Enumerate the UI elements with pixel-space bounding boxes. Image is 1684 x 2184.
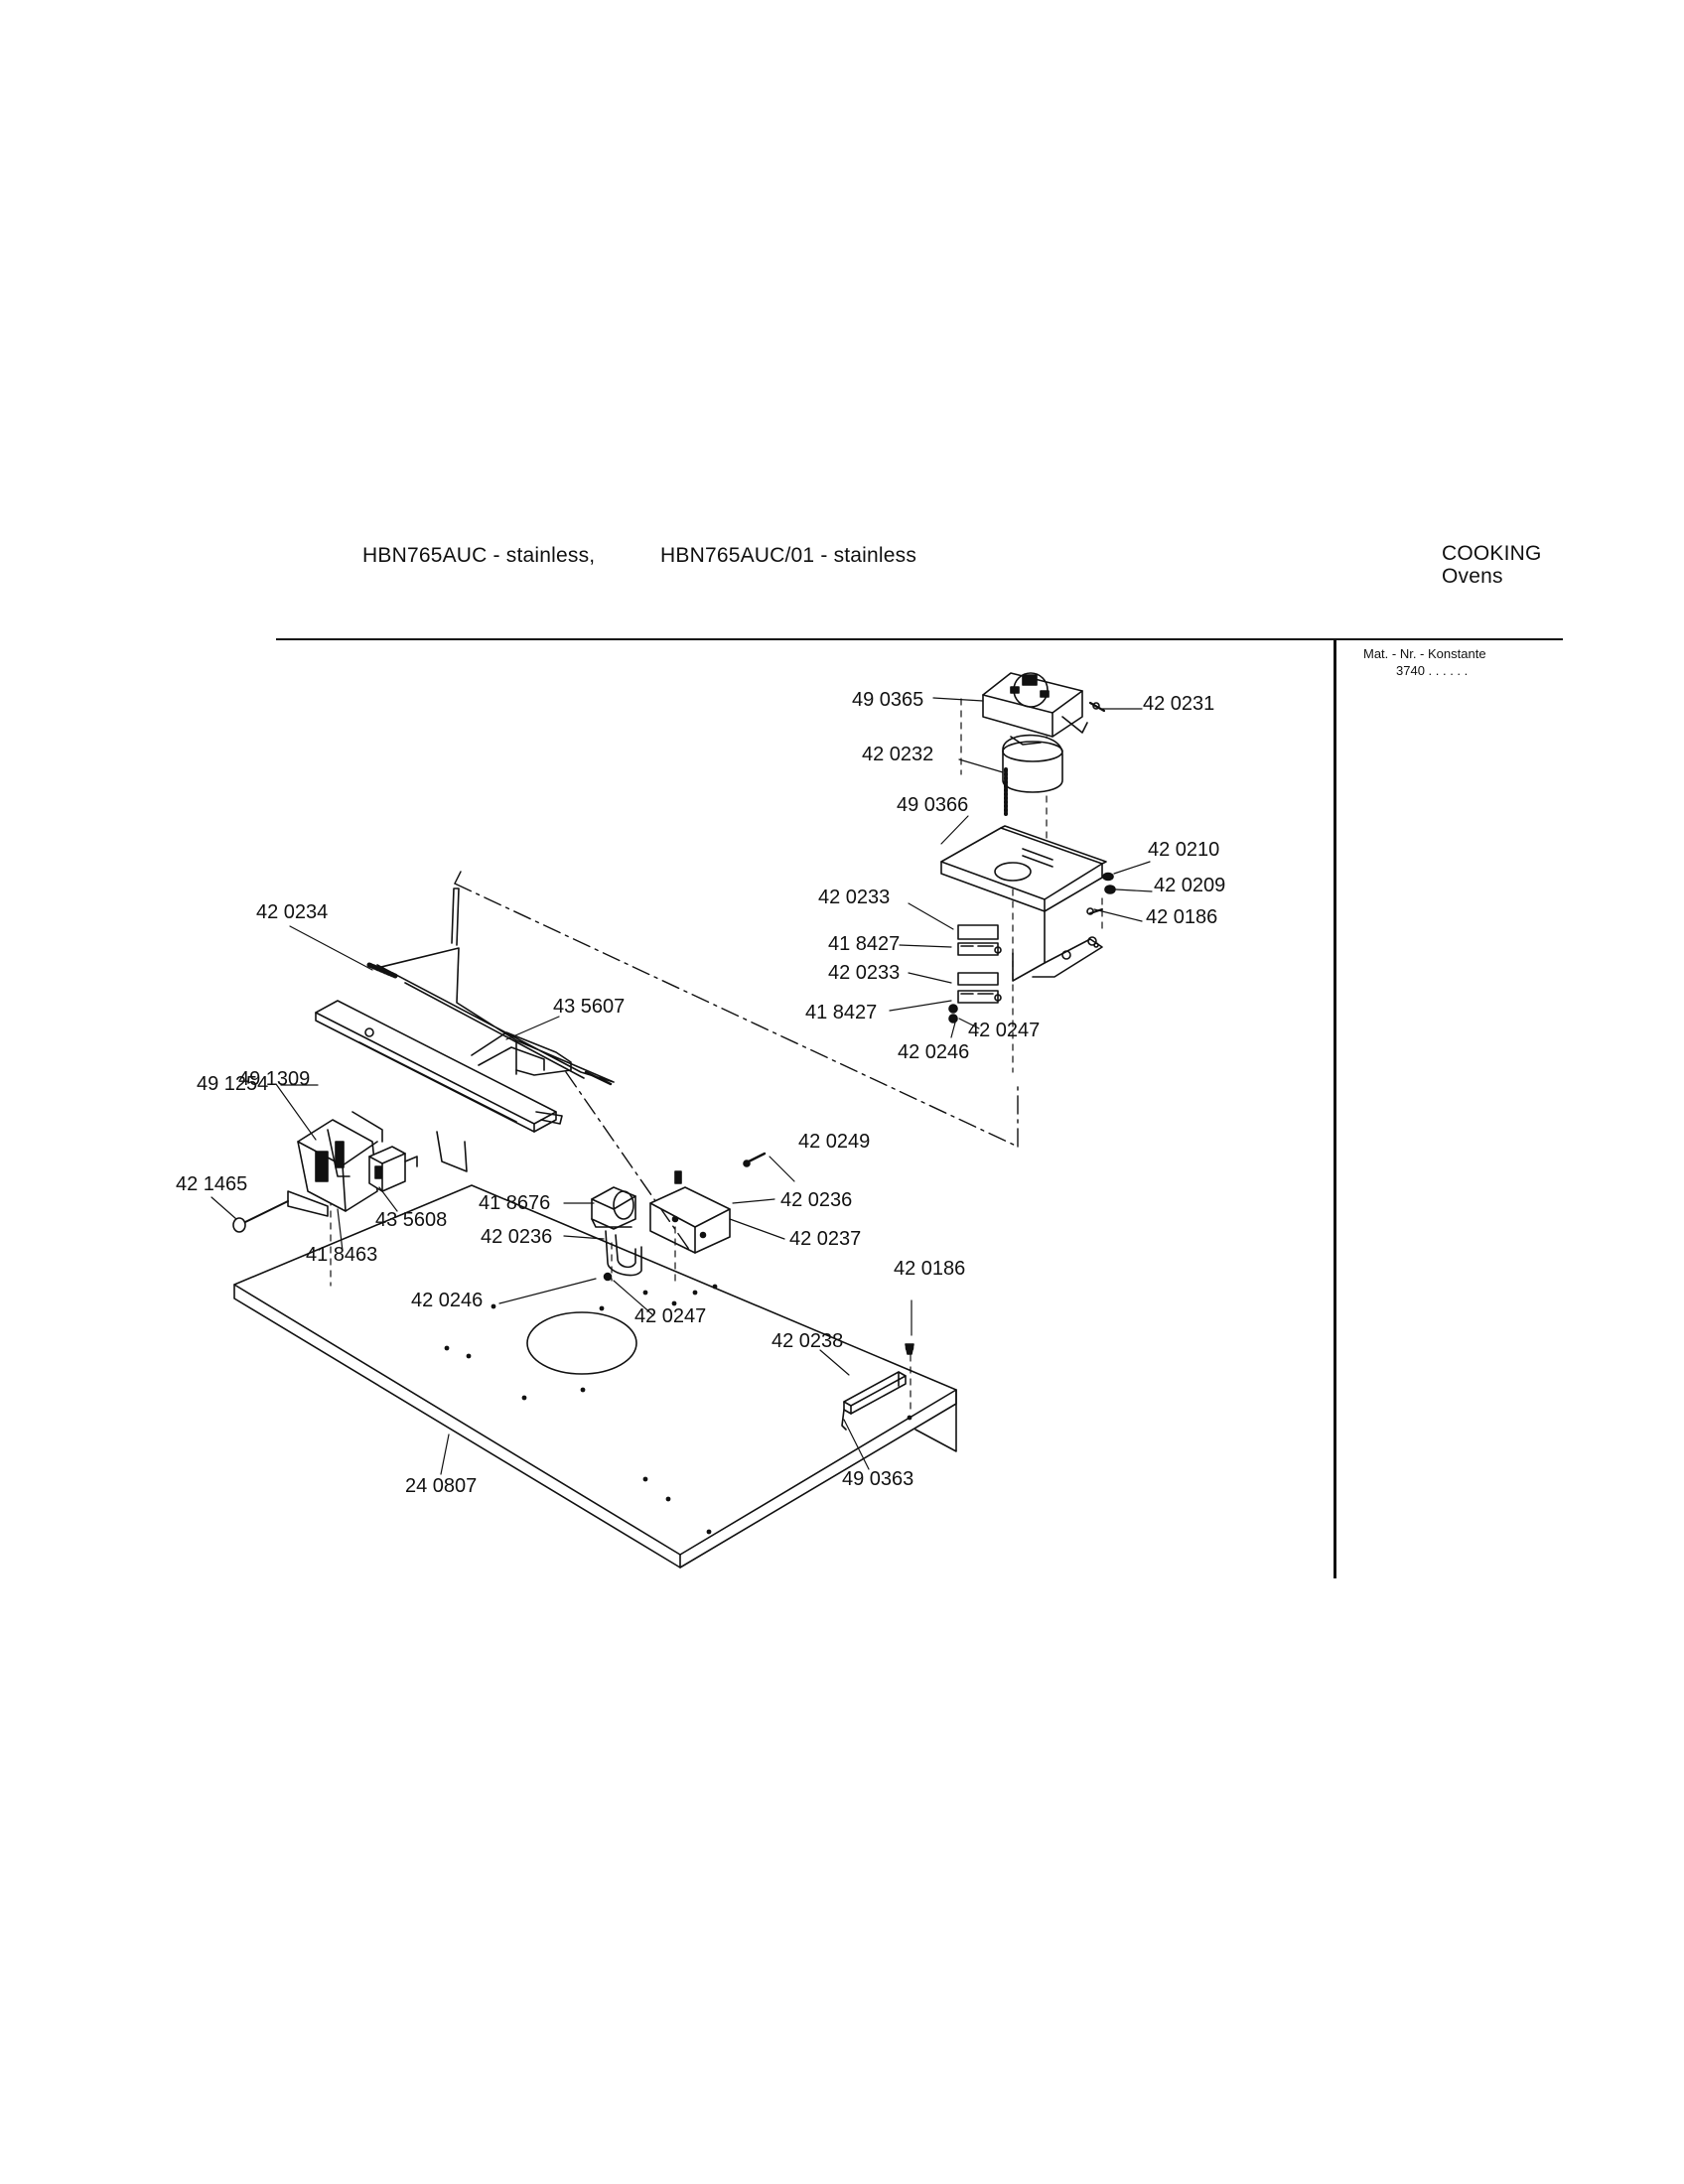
sensor-part (591, 1186, 636, 1230)
sensor-bracket-part (649, 1186, 731, 1254)
motor-bracket-part (940, 825, 1107, 982)
callout-42-0210: 42 0210 (1148, 839, 1219, 861)
small-nut-parts (948, 1004, 958, 1024)
screw-small-part (1086, 907, 1103, 915)
header-rule (276, 638, 1563, 640)
washer-part (1102, 872, 1114, 882)
callout-43-5608: 43 5608 (375, 1209, 447, 1231)
base-plate-holes (444, 1284, 912, 1535)
model-title-2: HBN765AUC/01 - stainless (660, 544, 917, 567)
microswitch-upper-part (957, 924, 1002, 956)
microswitch-lower-part (957, 972, 1002, 1004)
spring-part (366, 962, 398, 979)
guide-rail-part (841, 1371, 907, 1431)
clip-part (605, 1230, 642, 1277)
callout-43-5607: 43 5607 (553, 996, 625, 1018)
callout-42-0186-lower: 42 0186 (894, 1258, 965, 1280)
callout-42-0233-upper: 42 0233 (818, 887, 890, 908)
motor-part (982, 672, 1088, 793)
latch-rail-part (315, 1000, 563, 1172)
callout-42-0247-lower: 42 0247 (634, 1305, 706, 1327)
callout-49-0363: 49 0363 (842, 1468, 913, 1490)
callout-42-0209: 42 0209 (1154, 875, 1225, 896)
callout-42-0246-lower: 42 0246 (411, 1290, 483, 1311)
callout-41-8463: 41 8463 (306, 1244, 377, 1266)
callout-42-1465: 42 1465 (176, 1173, 247, 1195)
callout-42-0231: 42 0231 (1143, 693, 1214, 715)
nut-part (1104, 885, 1116, 894)
callout-41-8427-lower: 41 8427 (805, 1002, 877, 1024)
callout-42-0236-right: 42 0236 (780, 1189, 852, 1211)
callout-49-0365: 49 0365 (852, 689, 923, 711)
base-plate-part (233, 1184, 957, 1569)
callout-42-0234: 42 0234 (256, 901, 328, 923)
callout-24-0807: 24 0807 (405, 1475, 477, 1497)
door-lock-part (232, 1111, 383, 1233)
screw-parts (603, 1152, 914, 1355)
callout-42-0249: 42 0249 (798, 1131, 870, 1153)
category-label: COOKING (1442, 542, 1542, 565)
callout-49-1254: 49 1254 (197, 1073, 268, 1095)
callout-42-0232: 42 0232 (862, 744, 933, 765)
callout-42-0233-lower: 42 0233 (828, 962, 900, 984)
callout-42-0236-left: 42 0236 (481, 1226, 552, 1248)
door-switch-part (368, 1146, 418, 1192)
assembly-guide-lines (454, 871, 1019, 1252)
callout-leaders (210, 697, 1153, 1475)
callout-41-8676: 41 8676 (479, 1192, 550, 1214)
callout-49-1309: 49 1309 (238, 1068, 310, 1090)
subcategory-label: Ovens (1442, 565, 1503, 588)
screw-part (1088, 701, 1106, 713)
callout-42-0247-upper: 42 0247 (968, 1020, 1040, 1041)
callout-41-8427-upper: 41 8427 (828, 933, 900, 955)
callout-42-0238: 42 0238 (772, 1330, 843, 1352)
material-number-label: Mat. - Nr. - Konstante (1363, 646, 1486, 661)
rod-assembly-part (376, 887, 615, 1086)
material-number-value: 3740 . . . . . . (1396, 663, 1469, 678)
model-title-1: HBN765AUC - stainless, (362, 544, 596, 567)
callout-42-0237: 42 0237 (789, 1228, 861, 1250)
callout-42-0246-upper: 42 0246 (898, 1041, 969, 1063)
callout-49-0366: 49 0366 (897, 794, 968, 816)
sidebar-divider (1333, 639, 1336, 1578)
callout-42-0186-upper: 42 0186 (1146, 906, 1217, 928)
callout-labels: 49 0365 42 0231 42 0232 49 0366 42 0210 … (176, 689, 1225, 1497)
